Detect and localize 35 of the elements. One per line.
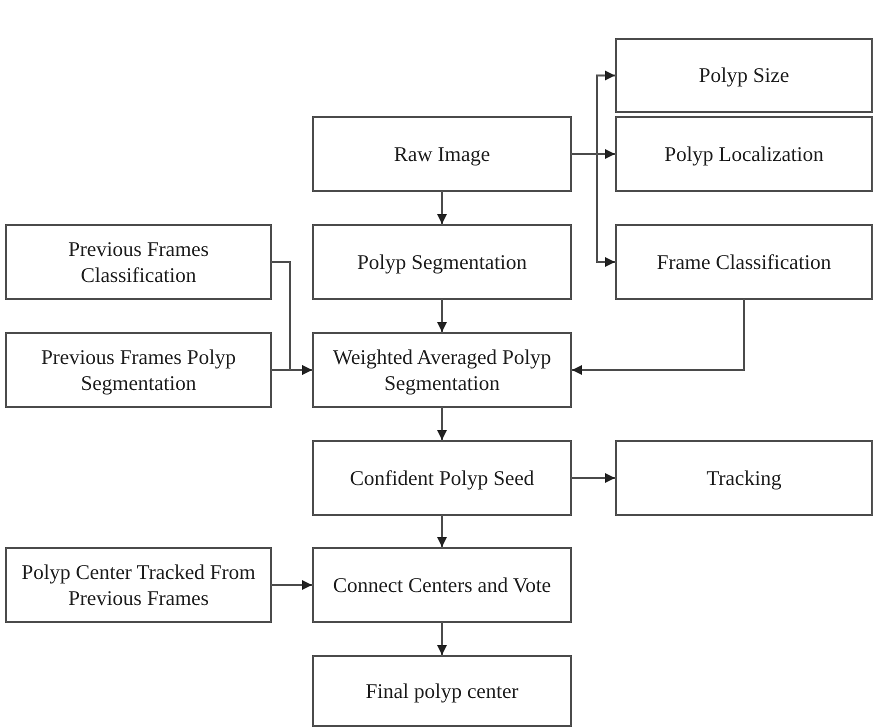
arrow (572, 300, 745, 375)
box-label: Confident Polyp Seed (350, 464, 534, 492)
process-box (5, 332, 272, 408)
process-box (5, 547, 272, 623)
box-label: Connect Centers and Vote (333, 572, 551, 598)
arrow (437, 300, 447, 332)
box-label: Polyp Localization (664, 140, 824, 168)
box-label: Frame Classification (656, 248, 832, 276)
box-label: Polyp Segmentation (357, 248, 527, 276)
box-label: Previous Frames Classification (67, 236, 210, 288)
box-label: Polyp Size (698, 62, 790, 89)
process-box (615, 116, 873, 192)
process-box (615, 224, 873, 300)
arrow (272, 365, 312, 375)
box-label: Weighted Averaged Polyp Segmentation (332, 344, 552, 396)
arrow (437, 192, 447, 224)
arrow (437, 516, 447, 547)
process-box (312, 116, 572, 192)
arrow (572, 473, 615, 483)
process-box (312, 224, 572, 300)
box-label: Raw Image (394, 140, 490, 168)
arrow (437, 408, 447, 440)
process-box (615, 440, 873, 516)
process-box (615, 38, 873, 113)
box-label: Tracking (706, 464, 782, 492)
box-label: Polyp Center Tracked From Previous Frames (20, 558, 256, 612)
process-box (312, 547, 572, 623)
process-box (312, 332, 572, 408)
box-label: Previous Frames Polyp Segmentation (40, 344, 237, 396)
arrow (272, 580, 312, 590)
arrow (437, 623, 447, 655)
process-box (312, 655, 572, 727)
box-label: Final polyp center (366, 678, 518, 704)
process-box (5, 224, 272, 300)
process-box (312, 440, 572, 516)
